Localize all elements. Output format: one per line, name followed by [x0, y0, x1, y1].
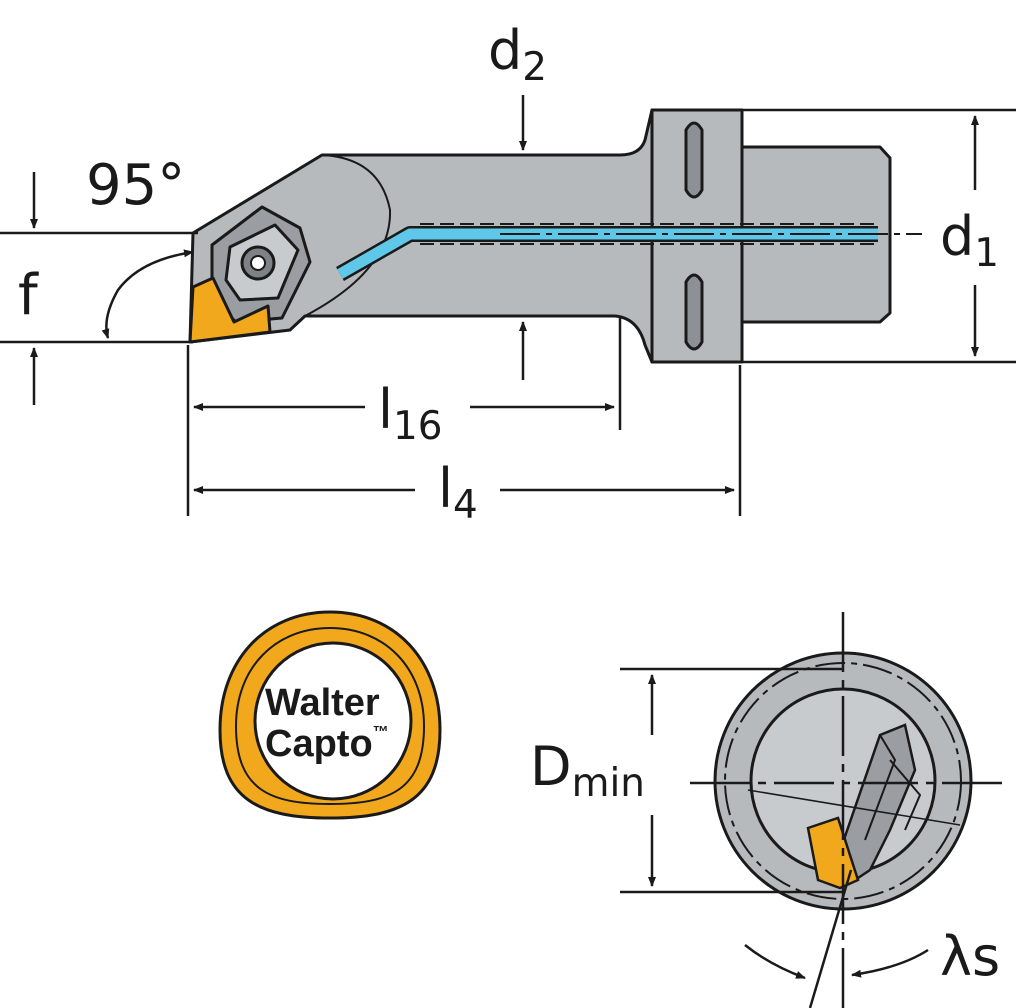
lambda-s-label: λs — [940, 925, 1001, 988]
l16-main: l — [378, 378, 394, 441]
l4-main: l — [438, 457, 454, 520]
dimension-lines — [0, 95, 1016, 516]
logo-line-walter: Walter — [265, 682, 380, 724]
d1-sub: 1 — [974, 230, 1000, 276]
walter-capto-logo — [218, 610, 442, 820]
d2-sub: 2 — [522, 44, 548, 90]
l16-label: l16 — [378, 383, 442, 446]
flange-slot-upper — [684, 121, 704, 199]
f-label: f — [18, 263, 38, 328]
logo-capto-text: Capto — [265, 723, 373, 765]
end-view-insert — [806, 816, 860, 890]
dmin-dimension — [620, 667, 929, 980]
end-view — [690, 612, 1010, 1008]
logo-line-capto: Capto™ — [265, 723, 389, 765]
head-contour — [304, 154, 392, 317]
d2-label: d2 — [488, 24, 547, 87]
flange-slot-lower — [684, 273, 704, 351]
logo-tm: ™ — [372, 724, 389, 741]
dmin-label: Dmin — [530, 740, 645, 803]
l4-sub: 4 — [453, 482, 478, 528]
d2-main: d — [488, 19, 523, 82]
angle-label: 95° — [86, 153, 186, 218]
l4-label: l4 — [438, 462, 478, 525]
dmin-sub: min — [571, 760, 645, 806]
d1-label: d1 — [940, 210, 999, 273]
l16-sub: 16 — [393, 403, 443, 449]
d1-main: d — [940, 205, 975, 268]
dmin-main: D — [530, 735, 572, 798]
